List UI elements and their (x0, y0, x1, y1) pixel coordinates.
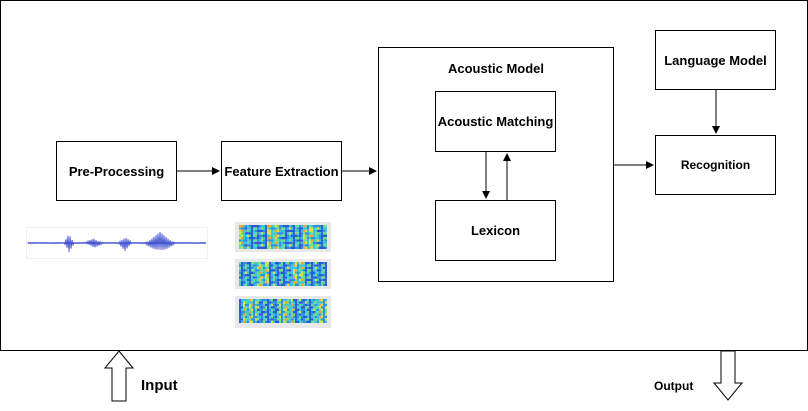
spectrogram-image-1 (235, 222, 331, 252)
feature-extraction-label: Feature Extraction (224, 163, 339, 179)
spectrogram-image-2 (235, 259, 331, 289)
lexicon-label: Lexicon (470, 223, 521, 238)
acoustic-model-title: Acoustic Model (447, 61, 545, 76)
feature-extraction-block: Feature Extraction (221, 141, 342, 201)
input-arrow-icon (103, 350, 135, 402)
input-label: Input (141, 377, 178, 394)
preprocessing-block: Pre-Processing (56, 141, 177, 201)
acoustic-matching-block: Acoustic Matching (435, 91, 556, 152)
spectrogram-image-3 (235, 296, 331, 328)
recognition-block: Recognition (655, 135, 776, 195)
acoustic-matching-label: Acoustic Matching (437, 114, 554, 129)
preprocessing-label: Pre-Processing (68, 163, 165, 179)
lexicon-block: Lexicon (435, 200, 556, 261)
output-arrow-icon (712, 350, 744, 401)
waveform-image (26, 227, 208, 259)
output-label: Output (654, 379, 694, 393)
language-model-label: Language Model (664, 52, 767, 68)
language-model-block: Language Model (655, 30, 776, 90)
recognition-label: Recognition (680, 158, 751, 172)
